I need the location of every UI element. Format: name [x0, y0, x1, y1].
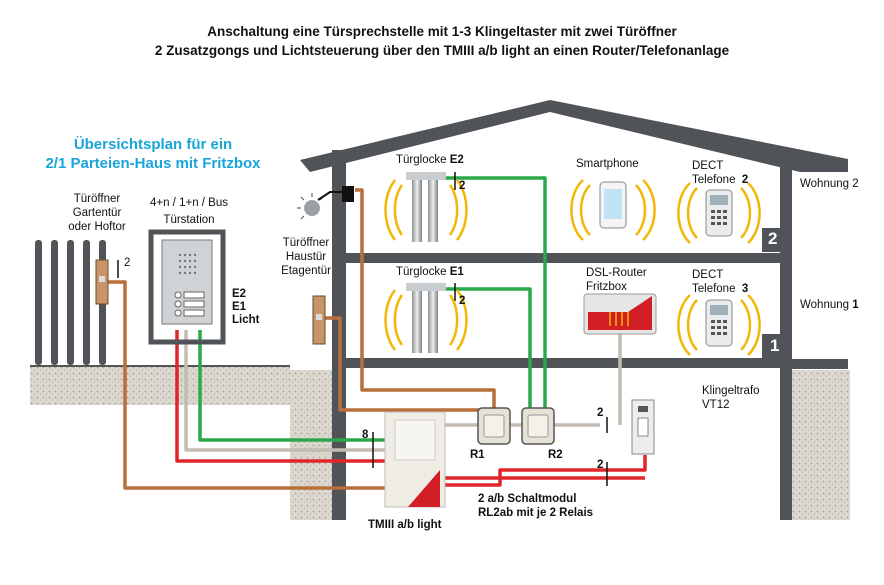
- diagram-title-line2: 2 Zusatzgongs und Lichtsteuerung über de…: [154, 43, 730, 58]
- ground: [30, 365, 850, 520]
- relay-r1-icon: [477, 407, 511, 445]
- tm-wire-count: 8: [362, 429, 369, 441]
- relay-r2-label: R2: [548, 449, 563, 461]
- dect-2-label: DECT Telefone 2: [692, 160, 749, 186]
- door-bell-e2: [384, 172, 468, 242]
- dect-phone-3-icon: [677, 294, 761, 356]
- dect-phone-2-icon: [677, 182, 761, 244]
- wiring: [108, 176, 647, 490]
- wire-red-station: [175, 330, 388, 463]
- apartment-2-label: Wohnung 2: [800, 178, 859, 190]
- wire-brown-light: [355, 188, 496, 412]
- house-door-opener: [312, 295, 326, 345]
- bell-e2-wire-count: 2: [459, 180, 466, 192]
- smartphone-icon: [570, 179, 656, 241]
- floor-2-number: 2: [768, 229, 778, 248]
- dect-3-label: DECT Telefone 3: [692, 269, 749, 295]
- dsl-router-icon: [583, 293, 657, 335]
- wire-grey-station: [184, 330, 388, 452]
- bell-e1-label: Türglocke E1: [396, 266, 464, 278]
- smartphone-label: Smartphone: [576, 158, 639, 170]
- garden-door-opener: [95, 259, 109, 305]
- garden-fence: [35, 240, 106, 365]
- wire-green-station: [198, 330, 388, 442]
- light-lamp: [297, 186, 354, 220]
- door-station: [148, 229, 226, 345]
- tm-module-label: TMIII a/b light: [368, 519, 442, 531]
- bell-transformer-icon: [631, 399, 655, 455]
- tm3-ab-light-module: [384, 411, 446, 508]
- floor-1-number: 1: [770, 336, 780, 355]
- wire-green-e1: [430, 287, 532, 412]
- overview-title-line2: 2/1 Parteien-Haus mit Fritzbox: [45, 155, 261, 172]
- relay-r1-label: R1: [470, 449, 485, 461]
- wire-green-e2: [430, 176, 547, 412]
- door-bell-e1: [384, 283, 468, 353]
- wire-ticks: [117, 172, 608, 486]
- wire-red-relay: [415, 455, 647, 487]
- apartment-1-label: Wohnung 1: [800, 299, 859, 311]
- trafo-wire-count-top: 2: [597, 407, 604, 419]
- wire-brown-housedoor: [325, 316, 480, 412]
- bell-e2-label: Türglocke E2: [396, 154, 464, 166]
- diagram-title-line1: Anschaltung eine Türsprechstelle mit 1-3…: [207, 24, 677, 39]
- bell-e1-wire-count: 2: [459, 295, 466, 307]
- relay-r2-icon: [521, 407, 555, 445]
- overview-title-line1: Übersichtsplan für ein: [73, 136, 233, 153]
- garden-wire-count: 2: [124, 257, 131, 269]
- trafo-wire-count-bottom: 2: [597, 459, 604, 471]
- wire-brown-garden: [108, 280, 388, 490]
- house-structure: [300, 100, 848, 520]
